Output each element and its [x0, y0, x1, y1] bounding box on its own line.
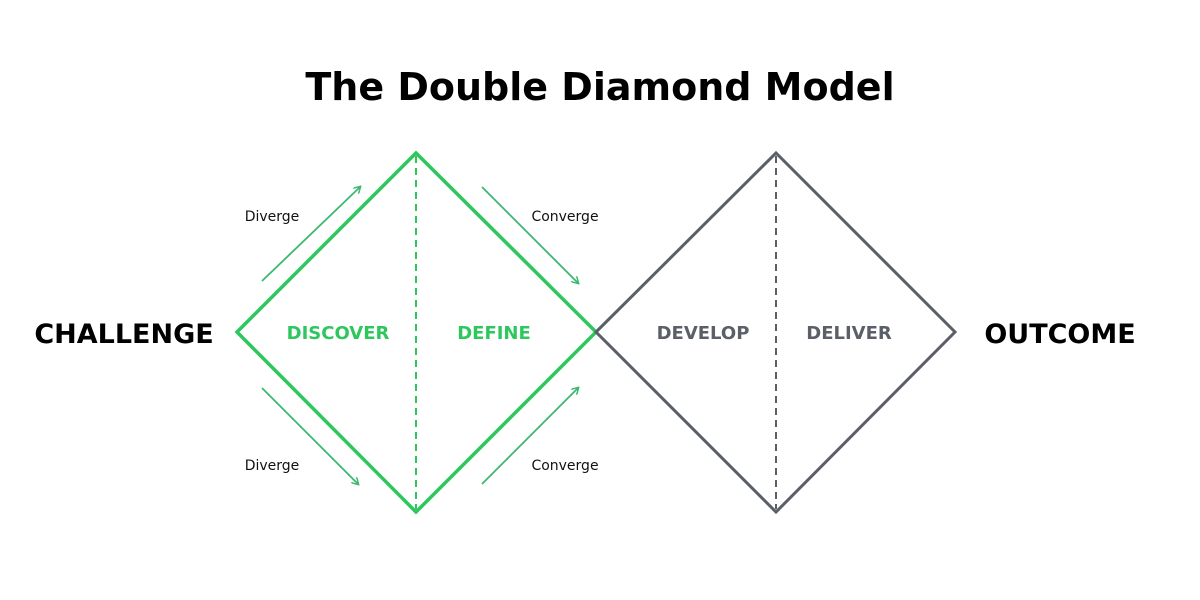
- diverge-arrow-bottom: [261, 387, 358, 484]
- outcome-label: OUTCOME: [984, 319, 1135, 350]
- converge-label-top: Converge: [531, 209, 598, 225]
- converge-arrow-top: [481, 186, 578, 283]
- converge-label-bottom: Converge: [531, 458, 598, 474]
- diverge-label-top: Diverge: [245, 209, 300, 225]
- phase-discover: DISCOVER: [287, 323, 390, 344]
- second-diamond: [593, 150, 958, 515]
- phase-define: DEFINE: [457, 323, 531, 344]
- diagram-title: The Double Diamond Model: [305, 65, 894, 109]
- diverge-label-bottom: Diverge: [245, 458, 300, 474]
- phase-develop: DEVELOP: [657, 323, 750, 344]
- phase-deliver: DELIVER: [806, 323, 892, 344]
- challenge-label: CHALLENGE: [34, 319, 213, 350]
- converge-arrow-bottom: [481, 388, 578, 485]
- diverge-arrow-top: [261, 187, 360, 282]
